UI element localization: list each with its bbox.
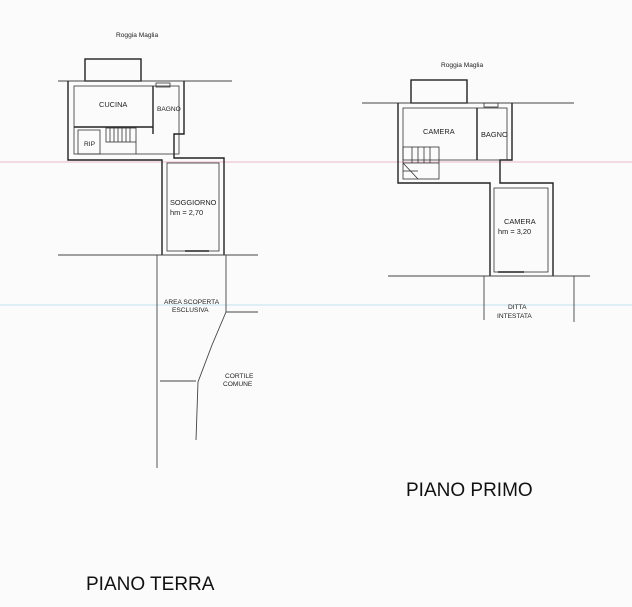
first-inner-outline <box>402 107 508 161</box>
first-staircase <box>402 146 440 180</box>
ground-kitchen-label: CUCINA <box>99 100 127 109</box>
exclusive-area-label: ESCLUSIVA <box>172 307 209 314</box>
ground-living-outline <box>166 162 220 252</box>
ground-living-label: SOGGIORNO <box>170 198 217 207</box>
first-outer-wall <box>499 103 554 276</box>
first-window <box>483 102 499 108</box>
exclusive-area-label: AREA SCOPERTA <box>164 299 220 306</box>
ground-storage-box <box>77 129 101 155</box>
neighbor-label: INTESTATA <box>497 313 532 320</box>
ground-canal-label: Roggia Maglia <box>116 32 158 39</box>
first-canal-box <box>410 79 468 104</box>
neighbor-label: DITTA <box>508 304 527 311</box>
ground-inner-outline <box>73 85 180 155</box>
common-courtyard-label: CORTILE <box>225 373 254 380</box>
ground-living-height: hm = 2,70 <box>170 208 203 217</box>
first-floor-plan: Roggia Maglia CAMERA BAGNO CAMERA hm = 3… <box>362 62 590 322</box>
first-bedroom1-label: CAMERA <box>423 127 455 136</box>
ground-floor-plan: Roggia Maglia CUCINA BAGNO <box>58 32 258 468</box>
ground-outer-wall <box>67 81 163 255</box>
ground-yard-boundary <box>195 311 227 441</box>
ground-outer-wall <box>173 81 225 255</box>
ground-bathroom-label: BAGNO <box>157 106 181 113</box>
ground-canal-box <box>84 58 142 82</box>
common-courtyard-label: COMUNE <box>223 381 253 388</box>
ground-floor-title: PIANO TERRA <box>86 574 215 595</box>
ground-window <box>155 82 171 88</box>
first-outer-wall <box>397 103 491 276</box>
first-bedroom2-height: hm = 3,20 <box>498 227 531 236</box>
first-floor-title: PIANO PRIMO <box>406 480 533 501</box>
first-canal-label: Roggia Maglia <box>441 62 483 69</box>
ground-storage-label: RIP <box>84 141 96 148</box>
first-bathroom-label: BAGNO <box>481 130 508 139</box>
ground-staircase <box>105 127 137 154</box>
first-bedroom2-label: CAMERA <box>504 217 536 226</box>
